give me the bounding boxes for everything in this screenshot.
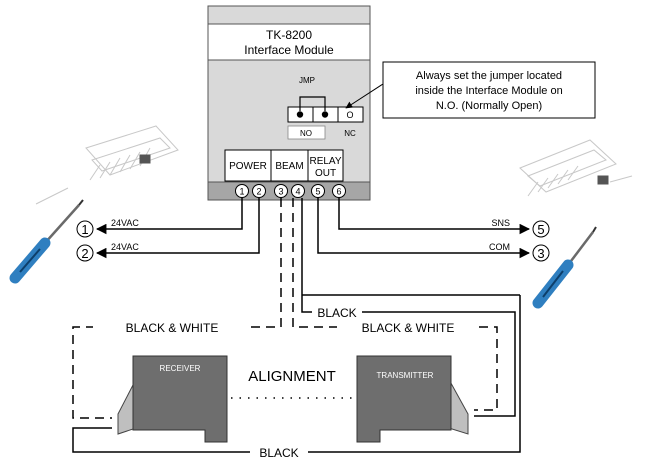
callout-line-3: N.O. (Normally Open) — [436, 100, 542, 112]
terminal-1: 1 — [235, 184, 249, 198]
screwdriver-icon — [9, 199, 84, 284]
terminal-4: 4 — [291, 184, 305, 198]
svg-text:3: 3 — [278, 187, 283, 197]
beam-block-label: BEAM — [275, 161, 303, 172]
cable-black-top-label: BLACK — [317, 306, 356, 320]
screwdriver-icon — [532, 226, 597, 309]
jumper-no-label: NO — [300, 129, 312, 138]
terminal-block-sketch — [35, 125, 179, 205]
module-subtitle: Interface Module — [244, 43, 334, 57]
transmitter-label: TRANSMITTER — [377, 371, 434, 380]
alignment-indicator: ALIGNMENT — [231, 368, 354, 399]
jumper-nc-label: NC — [344, 129, 356, 138]
right-relay-wires: SNS COM 5 3 — [317, 198, 550, 262]
terminal-block-sketch — [519, 139, 633, 197]
wire-3-number: 3 — [537, 246, 544, 261]
wire-2-label: 24VAC — [111, 242, 139, 252]
module-title: TK-8200 — [266, 28, 312, 42]
terminal-2: 2 — [252, 184, 266, 198]
wire-5-label: SNS — [491, 218, 510, 228]
wire-2-number: 2 — [81, 246, 88, 261]
callout-line-1: Always set the jumper located — [416, 70, 562, 82]
svg-text:4: 4 — [295, 187, 300, 197]
jumper-callout: Always set the jumper located inside the… — [345, 61, 596, 119]
wire-1-number: 1 — [81, 222, 88, 237]
wire-3-label: COM — [489, 242, 510, 252]
relay-block-label-2: OUT — [315, 168, 336, 179]
power-block-label: POWER — [229, 161, 267, 172]
cable-bw-right-label: BLACK & WHITE — [362, 321, 455, 335]
transmitter-unit: TRANSMITTER — [356, 355, 469, 443]
wire-1-label: 24VAC — [111, 218, 139, 228]
svg-text:5: 5 — [315, 187, 320, 197]
alignment-label: ALIGNMENT — [248, 368, 336, 385]
terminal-5: 5 — [311, 184, 325, 198]
relay-block-label-1: RELAY — [309, 156, 341, 167]
cable-bw-left-label: BLACK & WHITE — [126, 321, 219, 335]
left-power-wires: 24VAC 24VAC 1 2 — [76, 198, 260, 262]
jumper: JMP O NO NC — [287, 76, 364, 140]
callout-line-2: inside the Interface Module on — [415, 85, 562, 97]
terminal-3: 3 — [274, 184, 288, 198]
svg-text:6: 6 — [336, 187, 341, 197]
svg-text:1: 1 — [239, 187, 244, 197]
receiver-label: RECEIVER — [160, 364, 201, 373]
wire-5-number: 5 — [537, 222, 544, 237]
jumper-label: JMP — [299, 76, 315, 85]
svg-text:2: 2 — [256, 187, 261, 197]
receiver-unit: RECEIVER — [117, 355, 228, 443]
cable-black-bottom-label: BLACK — [259, 446, 298, 460]
terminal-6: 6 — [332, 184, 346, 198]
interface-module: TK-8200 Interface Module JMP O NO NC POW… — [207, 5, 371, 201]
jumper-open-pin: O — [346, 110, 353, 120]
beam-cables: BLACK & WHITE BLACK & WHITE BLACK BLACK — [72, 198, 521, 460]
